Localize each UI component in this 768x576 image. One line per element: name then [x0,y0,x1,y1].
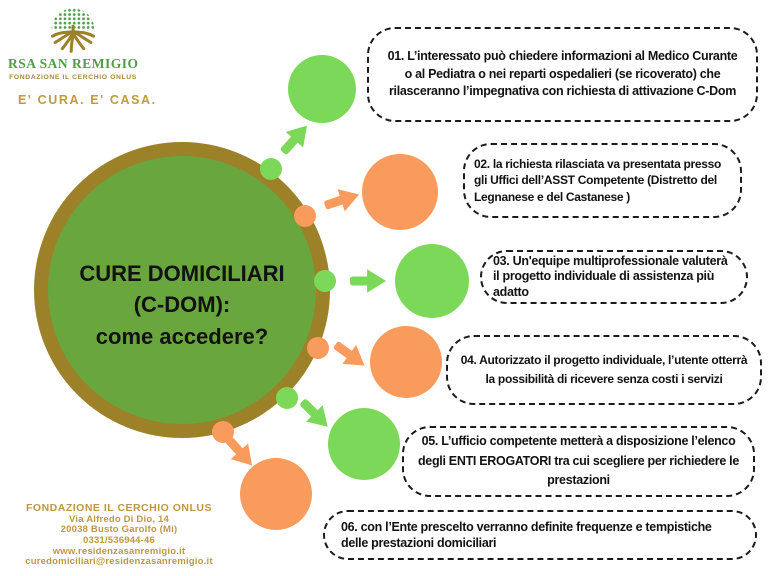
step-2-box: 02. la richiesta rilasciata va presentat… [463,143,742,218]
step-6-text: 06. con l’Ente prescelto verranno defini… [341,519,712,550]
step-3-box: 03. Un'equipe multiprofessionale valuter… [480,250,748,304]
step-3-connector-dot [314,270,336,292]
step-4-arrow-icon [328,335,371,376]
step-1-connector-dot [260,158,282,180]
step-6-box: 06. con l’Ente prescelto verranno defini… [323,510,757,560]
central-title-line3: come accedere? [95,323,269,349]
step-5-connector-dot [276,387,298,409]
step-1-arrow-icon [274,118,316,161]
org-logo: RSA SAN REMIGIO FONDAZIONE IL CERCHIO ON… [8,4,138,81]
contact-info: FONDAZIONE IL CERCHIO ONLUS Via Alfredo … [0,502,238,568]
tree-roots-icon [50,8,96,53]
step-3-text: 03. Un'equipe multiprofessionale valuter… [493,253,728,299]
central-topic-title: CURE DOMICILIARI (C-DOM): come accedere? [79,258,284,352]
step-5-bubble [328,408,400,480]
contact-city: 20038 Busto Garolfo (Mi) [60,524,178,536]
contact-website: www.residenzasanremigio.it [52,545,186,557]
step-2-connector-dot [294,205,316,227]
org-subtitle: FONDAZIONE IL CERCHIO ONLUS [9,74,137,81]
step-3-arrow-icon [350,269,386,293]
step-4-bubble [370,326,442,398]
central-title-line1: CURE DOMICILIARI [79,261,285,287]
step-1-box: 01. L’interessato può chiedere informazi… [367,27,758,122]
step-2-text: 02. la richiesta rilasciata va presentat… [474,157,722,204]
step-2-bubble [362,154,438,230]
contact-email: curedomiciliari@residenzasanremigio.it [25,556,213,568]
contact-phone: 0331/536944-46 [82,535,155,546]
step-3-bubble [395,244,469,318]
central-title-line2: (C-DOM): [133,292,231,318]
step-1-bubble [288,55,356,123]
step-6-bubble [240,458,312,530]
step-6-connector-dot [212,421,234,443]
step-5-text: 05. L’ufficio competente metterà a dispo… [417,434,740,488]
step-4-text: 04. Autorizzato il progetto individuale,… [460,353,748,386]
step-2-arrow-icon [321,183,363,217]
step-5-box: 05. L’ufficio competente metterà a dispo… [402,426,755,497]
step-1-text: 01. L’interessato può chiedere informazi… [387,48,738,99]
org-name: RSA SAN REMIGIO [8,56,139,71]
org-tagline: E' CURA. E' CASA. [18,93,157,107]
step-4-connector-dot [307,337,329,359]
contact-street: Via Alfredo Di Dio, 14 [69,513,169,525]
step-6-arrow-icon [219,431,261,474]
step-5-arrow-icon [294,393,336,435]
contact-org-name: FONDAZIONE IL CERCHIO ONLUS [26,502,212,514]
step-4-box: 04. Autorizzato il progetto individuale,… [446,335,762,405]
